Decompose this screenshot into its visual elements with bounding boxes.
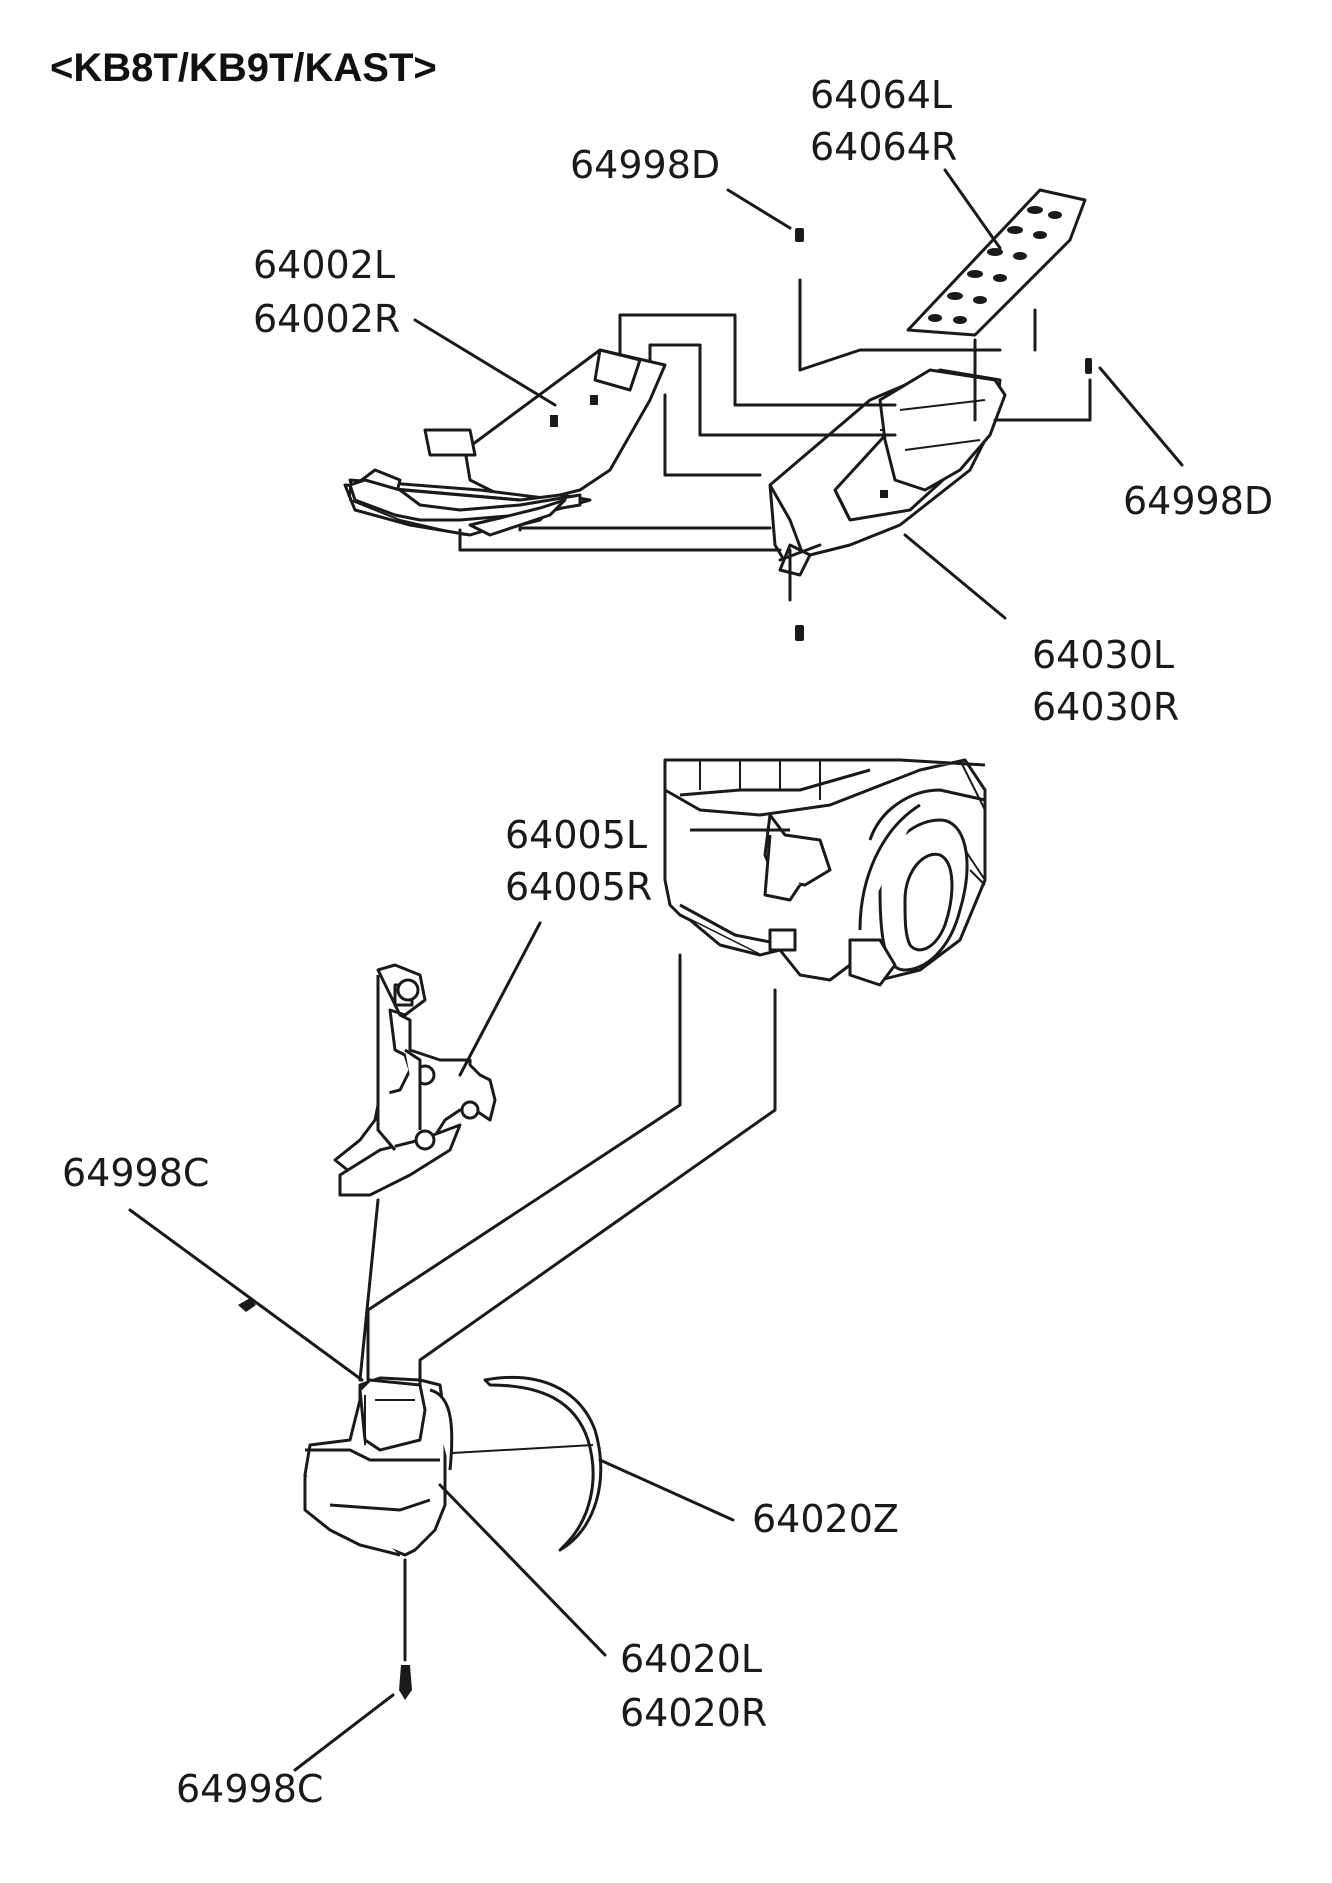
label-64020L: 64020L <box>620 1637 763 1681</box>
label-64998C-bottom: 64998C <box>176 1767 324 1811</box>
top-leaders <box>413 168 1184 620</box>
label-64998D-top: 64998D <box>570 143 721 187</box>
fender-liner-64020z <box>451 1375 603 1552</box>
label-64005R: 64005R <box>505 865 653 909</box>
label-64005L: 64005L <box>505 813 648 857</box>
bumper-corner-64020 <box>303 1376 454 1557</box>
bolt-left-icon <box>238 1298 256 1312</box>
front-bar <box>348 478 582 537</box>
label-64002R: 64002R <box>253 297 401 341</box>
label-64020Z: 64020Z <box>752 1497 899 1541</box>
label-64064L: 64064L <box>810 73 953 117</box>
label-64030L: 64030L <box>1032 633 1175 677</box>
label-64002L: 64002L <box>253 243 396 287</box>
bracket-64005 <box>333 963 497 1197</box>
vehicle-front <box>663 758 987 987</box>
bolts-64998d <box>795 228 1092 641</box>
lower-leaders <box>128 921 735 1772</box>
label-64064R: 64064R <box>810 125 958 169</box>
label-64020R: 64020R <box>620 1691 768 1735</box>
model-title: <KB8T/KB9T/KAST> <box>50 46 437 90</box>
bolt-top-icon <box>795 228 804 242</box>
label-64998C-left: 64998C <box>62 1151 210 1195</box>
step-plate-64064 <box>906 188 1087 337</box>
label-64998D-right: 64998D <box>1123 479 1274 523</box>
bolt-bottom-c-icon <box>399 1665 412 1700</box>
bolt-bottom-icon <box>795 625 804 641</box>
bolts-64998c <box>238 1298 412 1700</box>
bolt-right-icon <box>1085 358 1092 374</box>
lower-guide-lines <box>358 953 777 1662</box>
step-frame <box>878 368 1007 492</box>
label-64030R: 64030R <box>1032 685 1180 729</box>
top-guide-lines <box>458 278 1092 602</box>
